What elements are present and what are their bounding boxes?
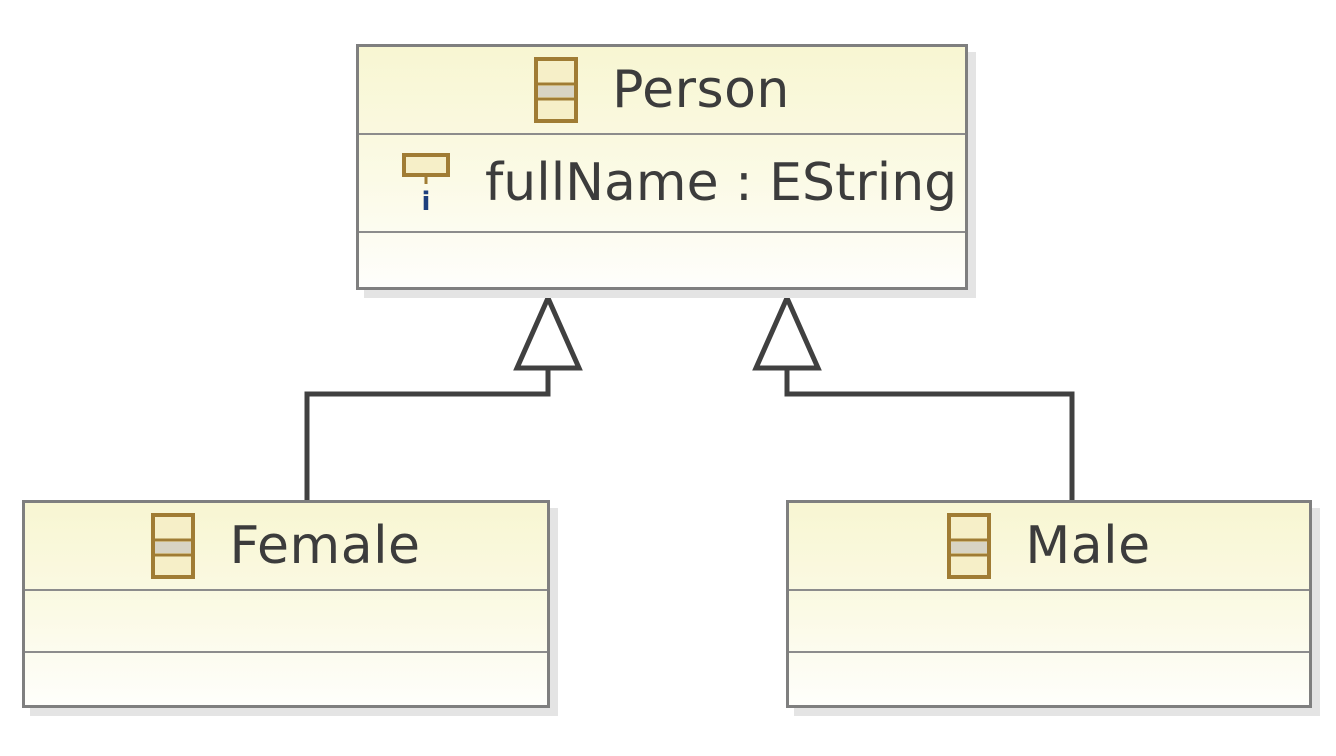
class-male[interactable]: Male <box>786 500 1312 708</box>
attribute-label: fullName : EString <box>485 153 958 213</box>
operations-compartment <box>359 231 965 289</box>
inheritance-arrowhead <box>752 291 822 371</box>
inheritance-arrowhead <box>513 291 583 371</box>
class-name: Male <box>1025 516 1151 576</box>
generalization-male-to-person[interactable] <box>752 291 1075 500</box>
svg-text:i: i <box>422 187 431 214</box>
class-header: Person <box>359 47 965 133</box>
class-name: Female <box>229 516 421 576</box>
class-name: Person <box>612 60 790 120</box>
class-header: Male <box>789 503 1309 589</box>
class-person[interactable]: Person i fullName : EString <box>356 44 968 290</box>
attributes-compartment: i fullName : EString <box>359 133 965 231</box>
attributes-compartment <box>25 589 547 651</box>
eattribute-icon: i <box>402 153 450 214</box>
eclass-icon <box>947 513 992 579</box>
class-header: Female <box>25 503 547 589</box>
generalization-female-to-person[interactable] <box>304 291 583 500</box>
attributes-compartment <box>789 589 1309 651</box>
generalization-line-male[interactable] <box>784 368 1075 500</box>
eclass-icon <box>534 57 579 123</box>
operations-compartment <box>789 651 1309 707</box>
class-female[interactable]: Female <box>22 500 550 708</box>
operations-compartment <box>25 651 547 707</box>
attribute-row[interactable]: i fullName : EString <box>359 135 965 231</box>
generalization-line-female[interactable] <box>304 368 551 500</box>
eclass-icon <box>151 513 196 579</box>
